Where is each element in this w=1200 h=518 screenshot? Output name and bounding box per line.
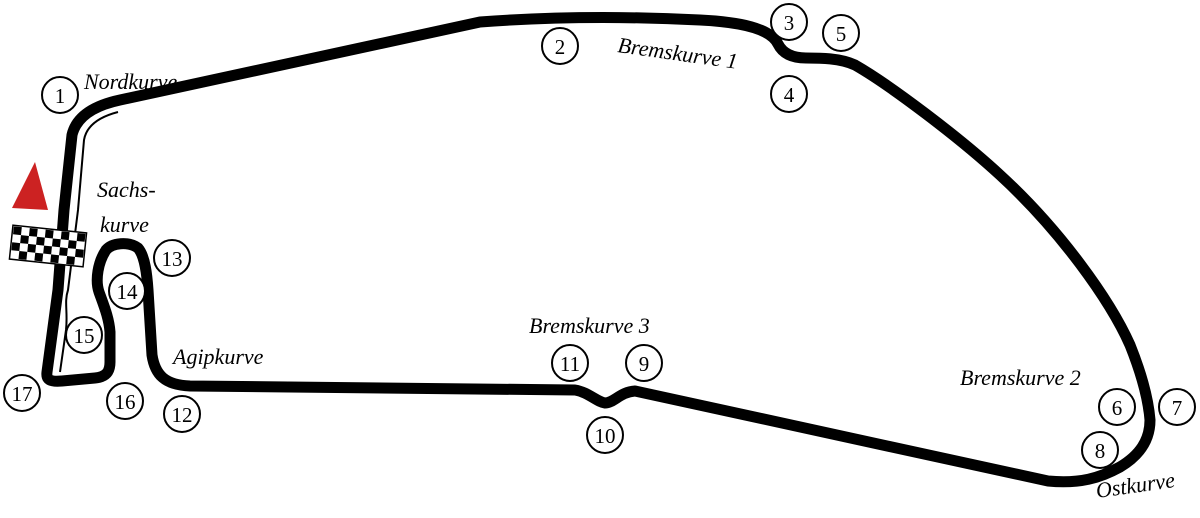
turn-marker-circle [65,316,103,354]
turn-marker: 3 [770,3,808,41]
turn-number: 1 [55,84,66,108]
turn-marker-circle [163,395,201,433]
checker-square [59,247,68,257]
checker-square [18,251,28,260]
checker-square [60,231,70,241]
turn-marker: 14 [108,272,146,310]
turn-marker-circle [822,14,860,52]
checker-square [43,245,52,255]
turn-marker: 2 [541,27,579,65]
checker-square [27,243,37,253]
turn-marker: 8 [1081,431,1119,469]
turn-marker-circle [108,272,146,310]
turn-marker: 10 [586,416,624,454]
corner-label-nordkurve: Nordkurve [83,69,178,94]
turn-marker-circle [1158,388,1196,426]
checker-square [20,235,29,244]
turn-marker: 5 [822,14,860,52]
direction-arrow-icon [12,162,48,210]
corner-label-bremskurve-1: Bremskurve 1 [616,32,739,74]
turn-marker-circle [153,239,191,277]
turn-marker: 15 [65,316,103,354]
turn-number: 8 [1095,439,1106,463]
turn-marker: 1 [41,76,79,114]
turn-number: 6 [1112,396,1123,420]
turn-number: 12 [172,403,193,427]
turn-marker-circle [106,382,144,420]
turn-marker: 9 [625,344,663,382]
turn-marker-circle [1081,431,1119,469]
checker-square [34,252,44,262]
turn-marker: 17 [3,374,41,412]
turn-marker-circle [770,3,808,41]
turn-marker-circle [1098,388,1136,426]
turn-marker: 7 [1158,388,1196,426]
checker-square [44,229,54,239]
checker-square [28,227,38,237]
corner-label-sachskurve-line1: Sachs- [97,177,156,202]
checker-square [66,256,76,265]
turn-marker: 11 [551,344,589,382]
turn-marker: 16 [106,382,144,420]
corner-label-bremskurve-3: Bremskurve 3 [529,313,650,338]
turn-number: 10 [595,424,616,448]
turn-marker: 4 [770,75,808,113]
turn-number: 5 [836,22,847,46]
checker-square [50,254,60,264]
checker-square [75,248,84,258]
turn-marker: 12 [163,395,201,433]
turn-number: 7 [1172,396,1183,420]
turn-number: 3 [784,11,795,35]
turn-number: 15 [74,324,95,348]
checker-square [13,226,22,236]
corner-label-agipkurve: Agipkurve [171,344,264,369]
checker-square [76,233,86,242]
turn-number: 14 [117,280,139,304]
turn-number: 13 [162,247,183,271]
checkered-flag-icon [8,224,88,268]
turn-number: 11 [560,352,580,376]
turn-number: 4 [784,83,795,107]
turn-marker: 6 [1098,388,1136,426]
turn-marker-circle [541,27,579,65]
turn-marker-circle [41,76,79,114]
checker-square [67,240,77,249]
turn-marker-circle [586,416,624,454]
turn-marker-circle [3,374,41,412]
corner-label-bremskurve-2: Bremskurve 2 [960,365,1081,390]
checker-square [51,238,61,248]
turn-number: 2 [555,35,566,59]
turn-marker-circle [625,344,663,382]
track-outline [41,12,1156,488]
turn-marker-circle [551,344,589,382]
turn-number: 16 [115,390,136,414]
turn-number: 17 [12,382,33,406]
turn-number: 9 [639,352,650,376]
checker-square [36,236,45,246]
corner-label-sachskurve-line2: kurve [100,212,149,237]
checker-square [11,242,21,252]
turn-marker-circle [770,75,808,113]
turn-marker: 13 [153,239,191,277]
